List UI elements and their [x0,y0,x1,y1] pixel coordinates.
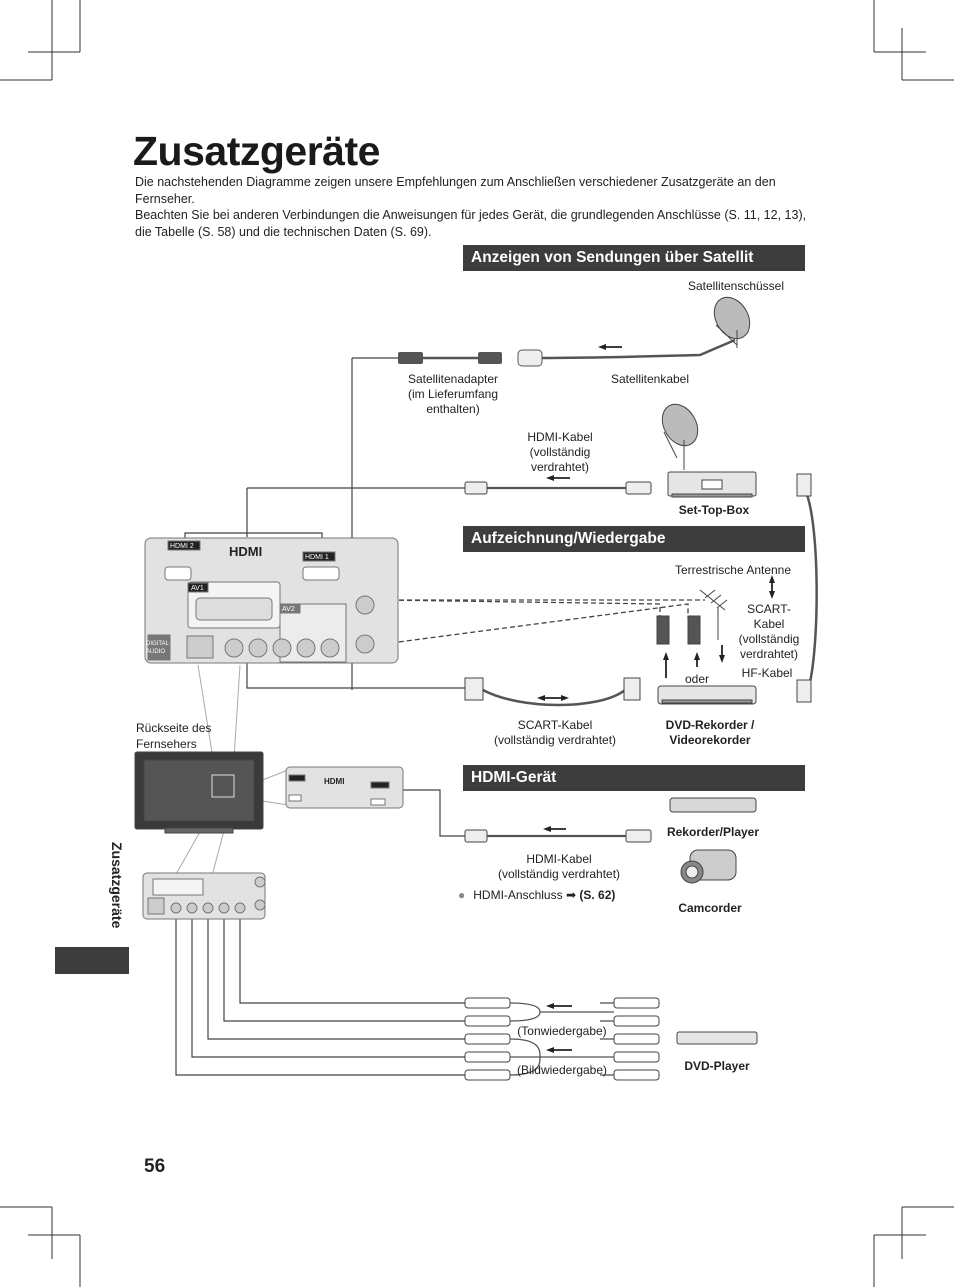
hdmi-connection-note: ● HDMI-Anschluss ➡ (S. 62) [458,888,615,902]
hdmi-connection-text: HDMI-Anschluss [473,888,563,902]
label-oder: oder [684,672,710,686]
camcorder-icon [680,849,737,884]
set-top-box-icon [667,471,757,498]
recorder-player-icon [669,797,757,813]
label-sat-adapter: Satellitenadapter (im Lieferumfang entha… [407,372,499,416]
intro-paragraph-2: Beachten Sie bei anderen Verbindungen di… [135,208,807,239]
label-hdmi-cable-2: HDMI-Kabel (vollständig verdrahtet) [497,852,621,881]
label-tv-back: Rückseite des Fernsehers [136,721,212,751]
label-scart-cable-right: SCART- Kabel (vollständig verdrahtet) [738,602,800,661]
tv-rear-panel [144,537,399,664]
page-number: 56 [144,1156,166,1177]
dvd-recorder-icon [657,685,757,705]
side-tab-label: Zusatzgeräte [109,842,125,929]
tv-back-icon [134,751,264,834]
satellite-dish-icon [713,296,751,348]
panel-audio-text: AUDIO [146,649,165,655]
hdmi-panel-small [285,766,404,809]
label-rf-cable: HF-Kabel [741,666,793,680]
intro-text: Die nachstehenden Diagramme zeigen unser… [135,174,815,240]
label-video-playback: (Bildwiedergabe) [516,1063,608,1077]
label-scart-cable-bottom: SCART-Kabel (vollständig verdrahtet) [493,718,617,747]
label-recorder-player: Rekorder/Player [666,825,760,839]
satellite-dish-2-icon [661,403,699,470]
hdmi-logo-text: HDMI [229,544,262,559]
page-title: Zusatzgeräte [133,128,380,174]
antenna-icon [699,589,728,640]
av-panel-small [142,872,266,920]
label-dvd-player: DVD-Player [684,1059,750,1073]
section-satellite: Anzeigen von Sendungen über Satellit [463,245,805,271]
arrow-right-icon: ➡ [565,888,577,902]
panel-digital-text: DIGITAL [146,641,170,647]
label-sat-dish: Satellitenschüssel [687,279,785,293]
label-terrestrial-antenna: Terrestrische Antenne [674,563,792,577]
label-camcorder: Camcorder [678,901,742,915]
intro-paragraph-1: Die nachstehenden Diagramme zeigen unser… [135,175,776,206]
panel-av2-text: AV2 [282,606,295,613]
hdmi-connection-ref[interactable]: (S. 62) [579,888,616,902]
label-set-top-box: Set-Top-Box [678,503,750,517]
bullet-icon: ● [458,888,466,902]
side-tab-block [55,947,129,974]
section-recording: Aufzeichnung/Wiedergabe [463,526,805,552]
dvd-player-icon [676,1031,758,1045]
panel-av1-text: AV1 [191,585,204,592]
label-dvd-recorder: DVD-Rekorder / Videorekorder [665,718,755,747]
label-hdmi-cable-1: HDMI-Kabel (vollständig verdrahtet) [527,430,593,474]
panel-hdmi1-text: HDMI 1 [305,554,329,561]
panel-hdmi2-text: HDMI 2 [170,543,194,550]
section-hdmi-device: HDMI-Gerät [463,765,805,791]
svg-text:HDMI: HDMI [324,777,344,786]
label-sat-cable: Satellitenkabel [610,372,690,386]
label-audio-playback: (Tonwiedergabe) [517,1024,607,1038]
